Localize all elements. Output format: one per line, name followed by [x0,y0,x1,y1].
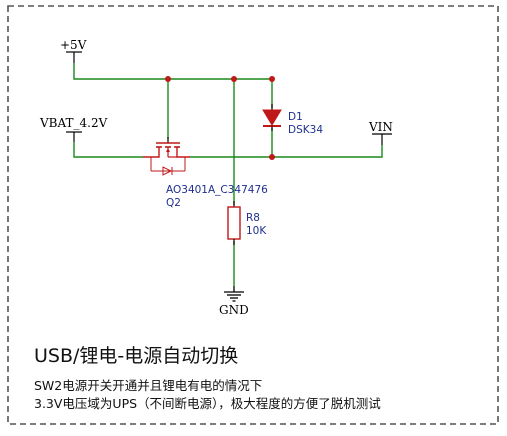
wire-vin-rail [190,145,383,158]
junction-dot [269,154,275,160]
junction-dot [269,76,275,82]
resistor-ref: R8 [246,212,260,224]
mosfet-part: AO3401A_C347476 [166,184,268,196]
wire-battery [73,142,143,158]
mosfet-symbol [143,137,190,176]
junction-dot [165,76,171,82]
junction-dot [231,76,237,82]
ground-icon [224,286,244,302]
dashed-border [7,5,499,425]
battery-label: VBAT_4.2V [39,116,108,130]
diode-ref: D1 [288,111,303,123]
wire-5v-rail [73,63,272,80]
resistor-symbol [227,201,241,245]
diode-symbol [262,104,282,131]
wires [73,63,383,286]
caption-line: 3.3V电压域为UPS（不间断电源），极大程度的方便了脱机测试 [34,396,381,411]
caption-title: USB/锂电-电源自动切换 [34,345,239,367]
diode-part: DSK34 [288,124,323,136]
caption-line: SW2电源开关开通并且锂电有电的情况下 [34,378,263,393]
ground-label: GND [219,303,249,317]
vin-label: VIN [368,120,393,134]
resistor-value: 10K [246,225,267,237]
vcc-label: +5V [60,38,87,52]
mosfet-ref: Q2 [166,197,181,209]
junctions [165,76,275,160]
